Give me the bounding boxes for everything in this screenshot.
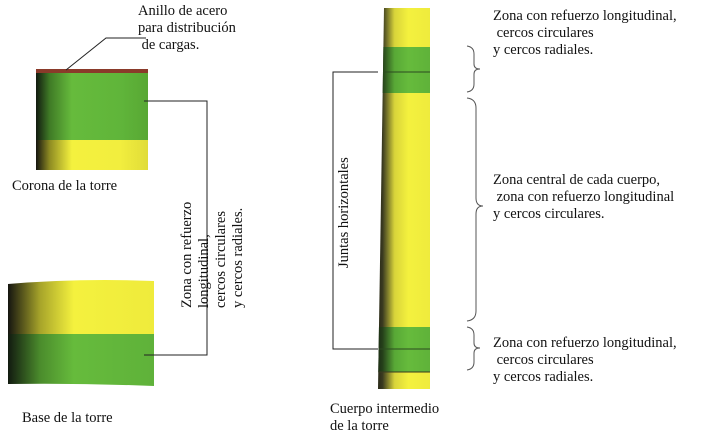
base-green-band <box>8 334 154 386</box>
crown-segment <box>36 69 148 170</box>
steel-ring-leader <box>65 37 146 71</box>
joints-label: Juntas horizontales <box>336 157 352 268</box>
intermediate-label: Cuerpo intermedio de la torre <box>330 401 440 434</box>
crown-green-band <box>36 72 148 140</box>
crown-label: Corona de la torre <box>12 178 118 194</box>
bottom-zone-label: Zona con refuerzo longitudinal, cercos c… <box>493 335 677 385</box>
left-zone-label: Zona con refuerzo longitudinal, cercos c… <box>179 201 246 308</box>
base-segment <box>8 280 154 386</box>
brace-top <box>466 45 481 93</box>
tower-top-green <box>378 47 430 93</box>
crown-yellow-band <box>36 140 148 170</box>
base-label: Base de la torre <box>22 410 113 426</box>
steel-ring-label: Anillo de acero para distribución de car… <box>138 3 236 53</box>
tower-body <box>378 8 430 389</box>
base-yellow-band <box>8 280 154 334</box>
left-zone-bracket <box>144 100 208 356</box>
central-zone-label: Zona central de cada cuerpo, zona con re… <box>493 172 675 222</box>
top-zone-label: Zona con refuerzo longitudinal, cercos c… <box>493 8 677 58</box>
joints-bracket <box>332 71 378 350</box>
brace-bottom <box>466 326 481 371</box>
steel-ring <box>36 69 148 73</box>
brace-central <box>466 97 484 322</box>
